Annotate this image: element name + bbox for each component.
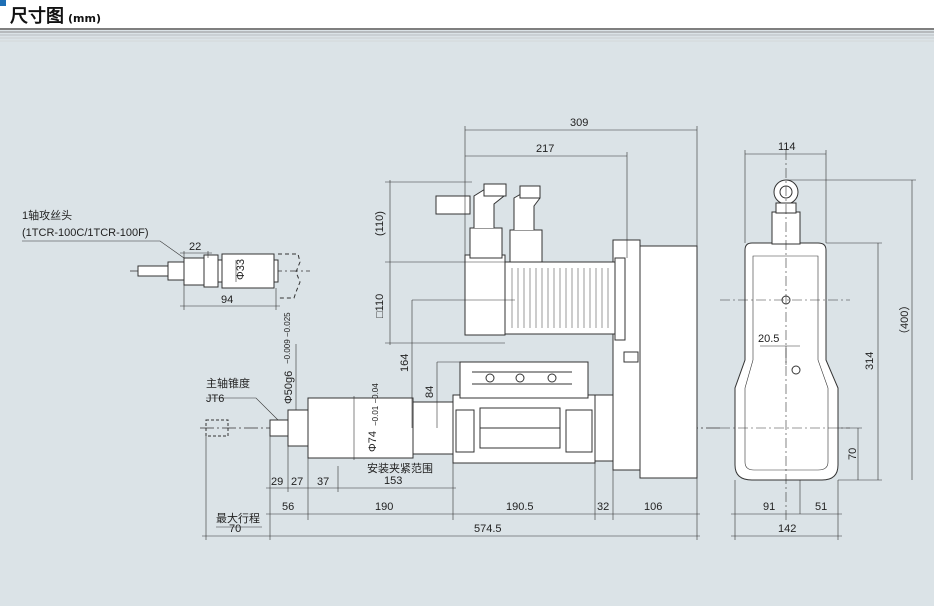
unit-label: (mm) — [68, 12, 101, 25]
dim-29: 29 — [271, 476, 283, 488]
dim-217: 217 — [536, 143, 554, 155]
dim-153: 153 — [384, 475, 402, 487]
dim-110-square: □110 — [374, 294, 386, 318]
dim-phi-74-tolerance: −0.01 −0.04 — [371, 383, 380, 426]
dim-phi-50-tolerance: −0.009 −0.025 — [283, 312, 292, 364]
dim-27: 27 — [291, 476, 303, 488]
dim-22: 22 — [189, 241, 201, 253]
tool-label-1: 1轴攻丝头 — [22, 208, 72, 222]
dim-309: 309 — [570, 117, 588, 129]
dim-84: 84 — [424, 386, 436, 398]
dim-400: （400） — [898, 300, 911, 340]
title-text: 尺寸图 — [10, 6, 64, 27]
main-unit — [200, 183, 720, 479]
dim-314: 314 — [864, 352, 876, 370]
rear-view — [720, 150, 850, 520]
clamp-range-label: 安装夹紧范围 — [367, 461, 433, 475]
dim-110-paren: (110) — [374, 211, 386, 236]
dim-190: 190 — [375, 501, 393, 513]
header-bar: 尺寸图 (mm) — [0, 0, 934, 30]
dim-190-5: 190.5 — [506, 501, 534, 513]
dim-70-stroke: 70 — [229, 523, 241, 535]
dim-32: 32 — [597, 501, 609, 513]
dim-94: 94 — [221, 294, 233, 306]
page-title: 尺寸图 (mm) — [10, 2, 101, 28]
tool-label-2: (1TCR-100C/1TCR-100F) — [22, 227, 149, 239]
dimension-lines — [202, 126, 916, 540]
dim-37: 37 — [317, 476, 329, 488]
dim-phi-33: Φ33 — [235, 259, 247, 280]
dim-91: 91 — [763, 501, 775, 513]
dim-574-5: 574.5 — [474, 523, 502, 535]
dim-56: 56 — [282, 501, 294, 513]
dim-51: 51 — [815, 501, 827, 513]
dim-phi-74: Φ74 — [367, 431, 379, 452]
dim-70-rear: 70 — [847, 448, 859, 460]
max-stroke-label: 最大行程 — [216, 511, 260, 525]
tapping-head — [22, 240, 310, 310]
dim-106: 106 — [644, 501, 662, 513]
dim-20-5: 20.5 — [758, 333, 779, 345]
dim-phi-50: Φ50g6 — [283, 371, 295, 404]
header-rule — [0, 28, 934, 42]
taper-label-2: JT6 — [206, 393, 224, 405]
dim-164: 164 — [399, 354, 411, 372]
taper-label-1: 主轴锥度 — [206, 376, 250, 390]
dim-142: 142 — [778, 523, 796, 535]
dim-114: 114 — [778, 141, 796, 153]
